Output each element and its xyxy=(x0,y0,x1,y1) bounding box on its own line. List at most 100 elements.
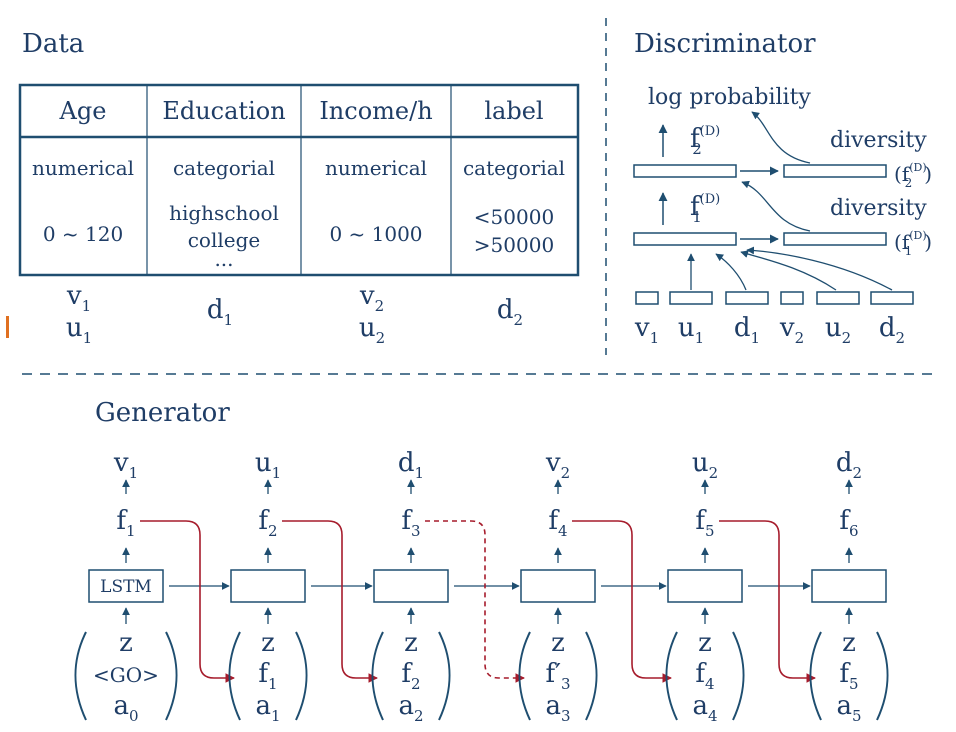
disc-feature-label: f(D)1 xyxy=(690,192,720,226)
gen-prev-feature: f5 xyxy=(839,659,858,693)
disc-input-label: u1 xyxy=(678,313,704,347)
arrow xyxy=(740,250,837,291)
table-type: categorial xyxy=(463,156,565,180)
gen-feature-label: f6 xyxy=(839,506,858,540)
gen-a-label: a1 xyxy=(255,691,280,725)
data-table xyxy=(18,83,580,277)
gen-output-label: u2 xyxy=(692,448,718,482)
paren-right xyxy=(295,631,308,721)
table-range: ... xyxy=(214,247,233,271)
arrow xyxy=(746,246,893,291)
var-label: v1 xyxy=(66,281,91,315)
diversity-box xyxy=(783,232,887,246)
var-label: v2 xyxy=(359,281,384,315)
disc-input-label: v1 xyxy=(634,313,659,347)
lstm-cell xyxy=(88,569,164,603)
lstm-cell xyxy=(520,569,596,603)
disc-input-box xyxy=(635,291,659,305)
var-label: d1 xyxy=(207,295,233,329)
table-range: >50000 xyxy=(474,233,554,257)
gen-feature-label: f3 xyxy=(401,506,420,540)
disc-input-label: u2 xyxy=(825,313,851,347)
arrow xyxy=(741,180,811,232)
paren-right xyxy=(876,631,889,721)
disc-input-label: v2 xyxy=(779,313,804,347)
lstm-cell xyxy=(667,569,743,603)
generator-title: Generator xyxy=(95,398,230,428)
disc-feature-label: f(D)2 xyxy=(690,124,720,158)
feedback-arrow xyxy=(572,520,672,683)
table-type: numerical xyxy=(325,156,427,180)
gen-a-label: a0 xyxy=(113,691,138,725)
accent-mark xyxy=(6,316,9,338)
gen-feature-label: f5 xyxy=(695,506,714,540)
paren-right xyxy=(165,631,178,721)
gen-z-label: z xyxy=(551,628,565,658)
diversity-feature-label: (f(D)2) xyxy=(894,161,932,190)
lstm-cell xyxy=(373,569,449,603)
arrow xyxy=(715,253,747,291)
gen-z-label: z xyxy=(698,628,712,658)
table-range: 0 ~ 120 xyxy=(43,222,123,246)
disc-feature-box xyxy=(633,232,737,246)
table-type: categorial xyxy=(173,156,275,180)
paren-left xyxy=(371,631,384,721)
paren-left xyxy=(228,631,241,721)
paren-right xyxy=(438,631,451,721)
table-range: college xyxy=(188,228,261,252)
log-probability-label: log probability xyxy=(648,85,811,110)
table-range: highschool xyxy=(169,201,279,225)
diversity-feature-label: (f(D)1) xyxy=(894,229,932,258)
gen-feature-label: f4 xyxy=(548,506,567,540)
table-range: <50000 xyxy=(474,205,554,229)
diversity-box xyxy=(783,164,887,178)
gen-feature-label: f2 xyxy=(258,506,277,540)
disc-input-box xyxy=(870,291,914,305)
gen-prev-feature: f′3 xyxy=(545,659,570,693)
gen-a-label: a3 xyxy=(545,691,570,725)
var-label: u1 xyxy=(66,313,92,347)
table-header: Age xyxy=(59,97,107,125)
gen-output-label: d1 xyxy=(398,448,424,482)
disc-feature-box xyxy=(633,164,737,178)
diversity-label: diversity xyxy=(830,196,927,221)
disc-input-label: d2 xyxy=(879,313,905,347)
disc-input-box xyxy=(725,291,769,305)
feedback-arrow xyxy=(282,520,378,683)
var-label: u2 xyxy=(359,313,385,347)
diversity-label: diversity xyxy=(830,128,927,153)
data-title: Data xyxy=(22,29,84,59)
gen-output-label: v1 xyxy=(113,448,138,482)
disc-input-box xyxy=(780,291,804,305)
table-range: 0 ~ 1000 xyxy=(329,222,422,246)
paren-left xyxy=(74,631,87,721)
gen-output-label: u1 xyxy=(255,448,281,482)
table-header: label xyxy=(484,97,543,125)
disc-input-box xyxy=(816,291,860,305)
table-type: numerical xyxy=(32,156,134,180)
discriminator-title: Discriminator xyxy=(634,29,816,59)
feedback-arrow xyxy=(719,520,816,683)
gen-z-label: z xyxy=(261,628,275,658)
gen-prev-feature: f1 xyxy=(258,659,277,693)
paren-left xyxy=(518,631,531,721)
table-header: Education xyxy=(162,97,285,125)
gen-feature-label: f1 xyxy=(116,506,135,540)
gen-a-label: a5 xyxy=(836,691,861,725)
var-label: d2 xyxy=(497,295,523,329)
disc-input-label: d1 xyxy=(734,313,760,347)
feedback-arrow xyxy=(140,520,235,683)
paren-left xyxy=(809,631,822,721)
disc-input-box xyxy=(669,291,713,305)
gen-z-label: z xyxy=(842,628,856,658)
gen-output-label: v2 xyxy=(545,448,570,482)
paren-right xyxy=(732,631,745,721)
go-token: <GO> xyxy=(93,663,159,687)
lstm-cell xyxy=(811,569,887,603)
gen-z-label: z xyxy=(119,628,133,658)
gen-a-label: a4 xyxy=(692,691,717,725)
table-header: Income/h xyxy=(319,97,432,125)
lstm-cell xyxy=(230,569,306,603)
paren-left xyxy=(665,631,678,721)
